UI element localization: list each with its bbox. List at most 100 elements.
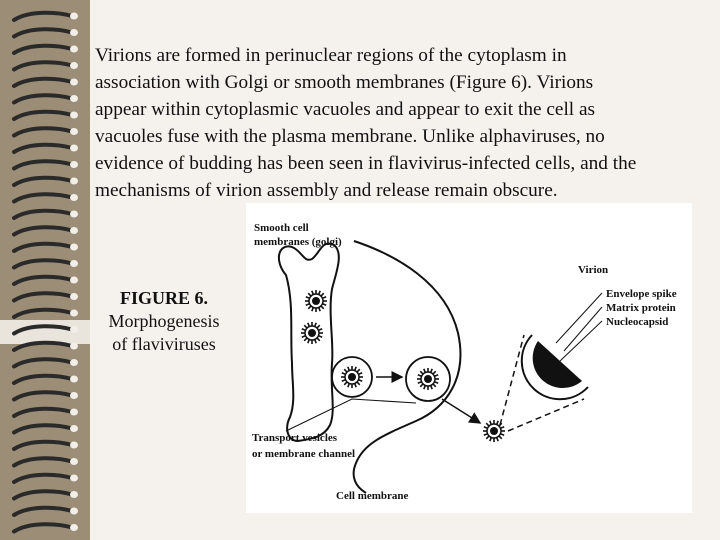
paragraph-line: evidence of budding has been seen in fla… <box>95 153 637 174</box>
virion-particle <box>483 420 505 442</box>
virion-particle <box>341 366 363 388</box>
spiral-coil <box>12 373 74 385</box>
spiral-hole <box>70 392 78 399</box>
spiral-coil <box>12 159 74 171</box>
virion-particle <box>305 290 327 312</box>
spiral-coil <box>12 109 74 121</box>
spiral-coil <box>12 324 74 336</box>
label-smooth-membranes: membranes (golgi) <box>254 236 342 248</box>
spiral-hole <box>70 491 78 498</box>
spiral-coil <box>12 390 74 402</box>
pointer-line <box>285 398 417 432</box>
spiral-coil <box>12 43 74 55</box>
label-envelope-spike: Envelope spike <box>606 288 677 300</box>
spiral-hole <box>70 375 78 383</box>
spiral-coil <box>12 76 74 88</box>
spiral-hole <box>70 111 78 119</box>
spiral-hole <box>70 342 78 350</box>
virion-particle <box>301 322 323 344</box>
label-transport-vesicles: or membrane channel <box>252 448 355 460</box>
dashed-guide <box>507 398 585 432</box>
spiral-coil <box>12 357 74 369</box>
spiral-hole <box>70 194 78 201</box>
spiral-coil <box>12 274 74 286</box>
spiral-coil <box>12 340 74 352</box>
spiral-coil <box>12 175 74 187</box>
spiral-coil <box>12 60 74 72</box>
spiral-hole <box>70 177 78 185</box>
figure-label: FIGURE 6. <box>119 288 208 308</box>
virion-cross-section <box>532 341 582 389</box>
spiral-coil <box>12 142 74 154</box>
spiral-hole <box>70 458 78 465</box>
cell-membrane-line <box>352 240 462 494</box>
spiral-hole <box>70 161 78 168</box>
paragraph-line: appear within cytoplasmic vacuoles and a… <box>95 99 596 120</box>
spiral-coil <box>12 10 74 22</box>
paragraph-line: mechanisms of virion assembly and releas… <box>95 180 558 201</box>
spiral-coil <box>12 472 74 484</box>
spiral-binding-icon <box>12 10 78 534</box>
spiral-coil <box>12 241 74 253</box>
spiral-hole <box>70 243 78 251</box>
spiral-hole <box>70 507 78 515</box>
label-nucleocapsid: Nucleocapsid <box>606 316 668 328</box>
spiral-coil <box>12 423 74 435</box>
spiral-hole <box>70 441 78 449</box>
morphogenesis-diagram: Smooth cell membranes (golgi) Virion Env… <box>246 203 692 513</box>
spiral-hole <box>70 128 78 135</box>
spiral-hole <box>70 425 78 432</box>
virion-particles <box>301 290 505 442</box>
pointer-line <box>559 320 603 362</box>
figure-description-line: of flaviviruses <box>112 334 216 354</box>
pointer-line <box>555 292 603 344</box>
spiral-coil <box>12 489 74 501</box>
spiral-hole <box>70 210 78 218</box>
figure-caption: FIGURE 6. Morphogenesis of flaviviruses <box>94 287 234 356</box>
paragraph-line: vacuoles fuse with the plasma membrane. … <box>95 126 605 147</box>
spiral-hole <box>70 144 78 152</box>
spiral-coil <box>12 126 74 138</box>
spiral-coil <box>12 208 74 220</box>
virion-particle <box>417 368 439 390</box>
arrow-line <box>441 398 482 424</box>
spiral-coil <box>12 522 74 534</box>
spiral-coil <box>12 307 74 319</box>
pointer-line <box>563 306 603 352</box>
spiral-hole <box>70 326 78 333</box>
spiral-coil <box>12 505 74 517</box>
spiral-hole <box>70 227 78 234</box>
virion-outline <box>520 334 589 401</box>
paragraph-line: association with Golgi or smooth membran… <box>95 72 594 93</box>
body-paragraph: Virions are formed in perinuclear region… <box>95 42 715 204</box>
spiral-hole <box>70 276 78 284</box>
spiral-coil <box>12 291 74 303</box>
label-virion: Virion <box>578 264 608 276</box>
label-smooth-membranes: Smooth cell <box>254 222 309 234</box>
notebook-spiral-strip <box>0 0 90 540</box>
spiral-coil <box>12 406 74 418</box>
vacuole-ring <box>331 356 373 398</box>
spiral-hole <box>70 78 78 86</box>
spiral-coil <box>12 456 74 468</box>
dashed-guide <box>499 334 525 426</box>
spiral-coil <box>12 258 74 270</box>
spiral-hole <box>70 408 78 416</box>
paragraph-line: Virions are formed in perinuclear region… <box>95 45 567 66</box>
spiral-hole <box>70 95 78 102</box>
golgi-membrane <box>277 242 340 443</box>
spiral-hole <box>70 359 78 366</box>
spiral-hole <box>70 62 78 69</box>
vacuole-ring <box>405 356 451 402</box>
spiral-hole <box>70 524 78 531</box>
spiral-hole <box>70 309 78 317</box>
spiral-coil <box>12 27 74 39</box>
spiral-coil <box>12 439 74 451</box>
spiral-hole <box>70 260 78 267</box>
spiral-hole <box>70 29 78 36</box>
spiral-coil <box>12 192 74 204</box>
label-matrix-protein: Matrix protein <box>606 302 676 314</box>
spiral-coil <box>12 93 74 105</box>
spiral-hole <box>70 474 78 482</box>
